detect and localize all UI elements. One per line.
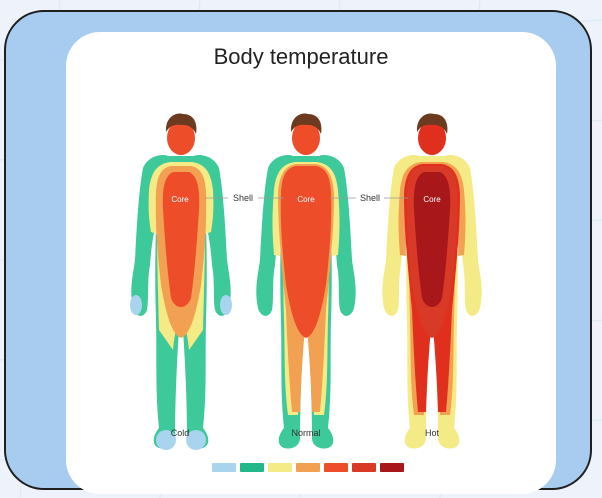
legend-swatch	[268, 463, 292, 472]
legend-swatch	[324, 463, 348, 472]
caption-cold: Cold	[171, 428, 190, 438]
legend-swatch	[212, 463, 236, 472]
normal-figure	[256, 114, 355, 449]
legend-swatch	[380, 463, 404, 472]
core-label-normal: Core	[297, 195, 315, 204]
shell-label-left: Shell	[233, 193, 253, 203]
core-label-hot: Core	[423, 195, 441, 204]
cold-figure	[130, 114, 232, 450]
legend-swatch	[296, 463, 320, 472]
caption-normal: Normal	[291, 428, 320, 438]
shell-label-right: Shell	[360, 193, 380, 203]
temperature-legend	[212, 463, 404, 472]
core-label-cold: Core	[171, 195, 189, 204]
caption-hot: Hot	[425, 428, 440, 438]
legend-swatch	[352, 463, 376, 472]
legend-swatch	[240, 463, 264, 472]
hot-figure	[382, 114, 481, 449]
